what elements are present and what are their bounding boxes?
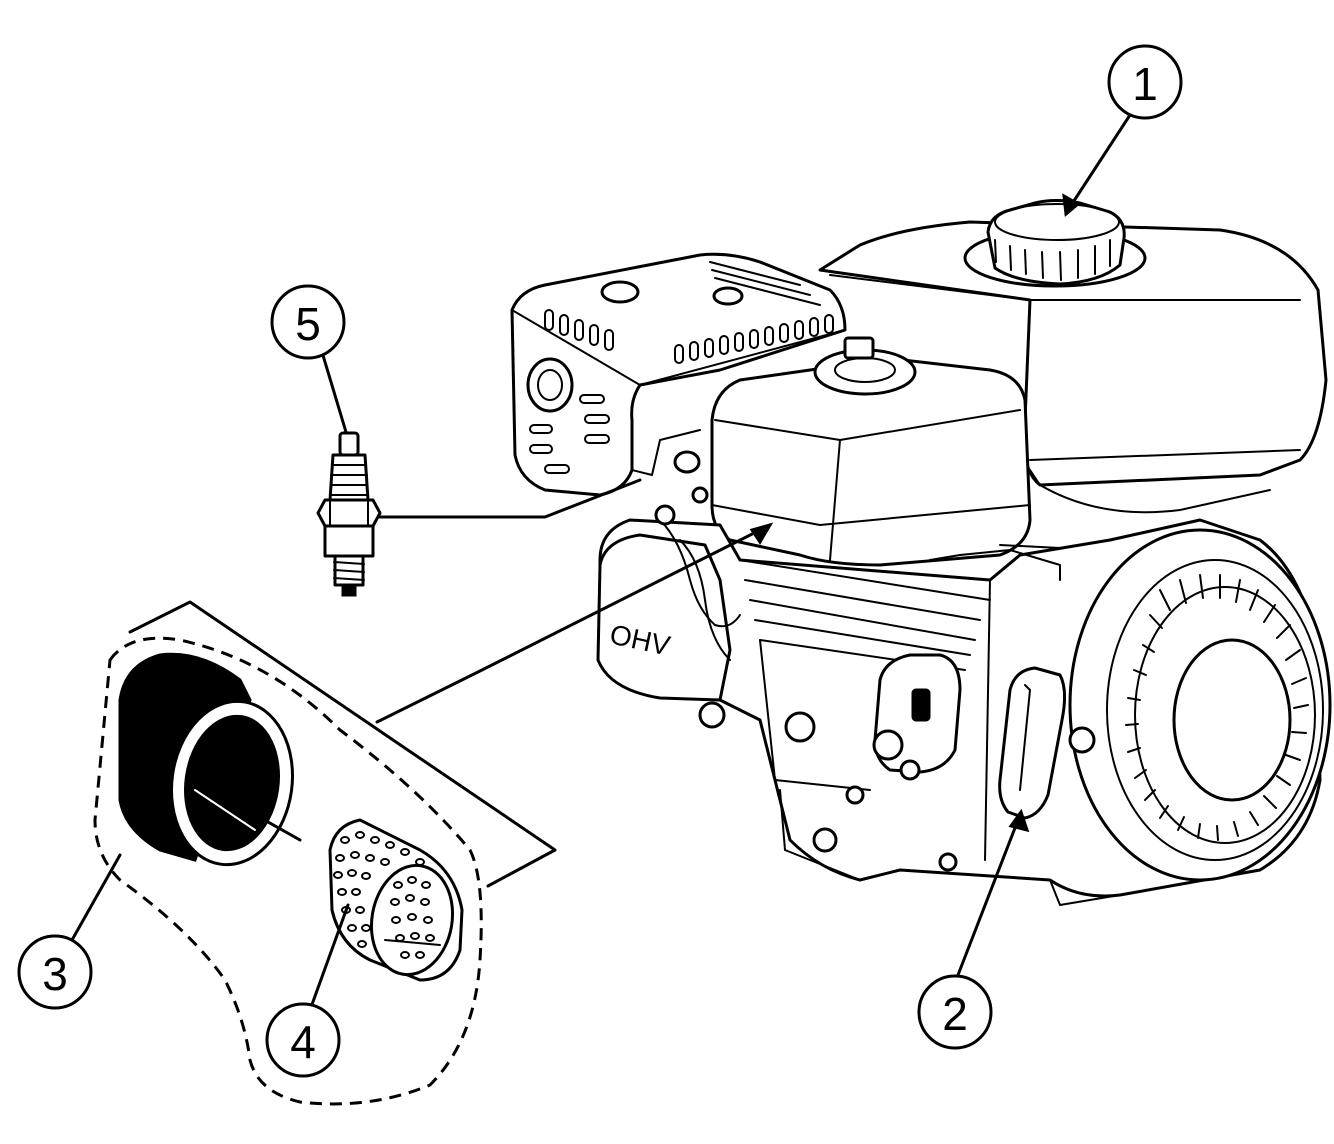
fuel-tank: [818, 220, 1328, 514]
spark-plug: [316, 431, 382, 597]
filter-assembly-outline: [93, 636, 483, 1106]
callout-2: 2: [917, 974, 993, 1050]
muffler: [510, 252, 847, 497]
callout-5: 5: [270, 284, 346, 360]
fuel-cap: [963, 199, 1147, 288]
paper-filter-element: [328, 818, 464, 982]
callout-1: 1: [1107, 44, 1183, 120]
air-filter-group: [93, 523, 772, 1106]
callout-5-label: 5: [295, 298, 321, 350]
engine-illustration: OHV: [510, 199, 1332, 906]
callout-3-label: 3: [42, 948, 68, 1000]
filter-perforations: [333, 831, 435, 959]
callout-2-label: 2: [942, 988, 968, 1040]
starter-slots: [1125, 574, 1309, 841]
leader-arrowheads: [749, 193, 1081, 833]
spark-plug-boot: [654, 450, 741, 628]
callout-4-label: 4: [290, 1016, 316, 1068]
leader-lines: [70, 113, 1132, 1012]
recoil-starter: [1068, 528, 1332, 882]
callout-1-label: 1: [1132, 58, 1158, 110]
side-cover: OHV: [596, 533, 816, 743]
callout-3: 3: [17, 934, 93, 1010]
carburetor: [812, 653, 962, 872]
callout-4: 4: [265, 1002, 341, 1078]
foam-filter-element: [118, 652, 295, 867]
engine-base: [779, 789, 1151, 906]
starter-handle: [998, 666, 1096, 820]
